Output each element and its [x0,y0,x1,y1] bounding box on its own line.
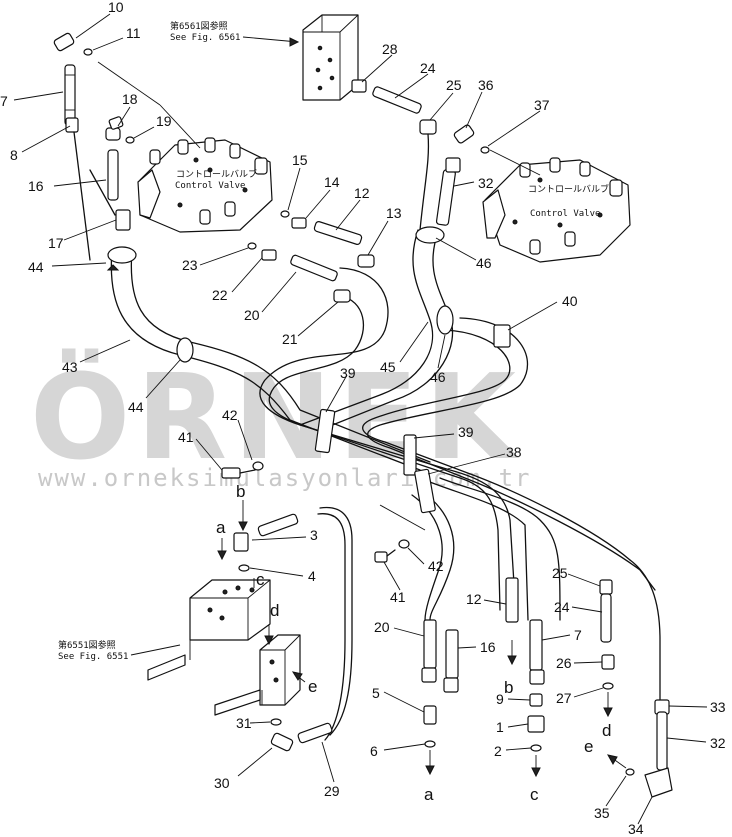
callout-21: 21 [282,331,298,347]
callout-11: 11 [126,25,141,41]
callout-39-bottom: 39 [458,424,474,440]
callout-30: 30 [214,775,230,791]
callout-44-bottom: 44 [128,399,144,415]
callout-13: 13 [386,205,402,221]
control-valve-left: コントロールバルブ Control Valve [137,137,273,233]
callout-15: 15 [292,152,308,168]
cv-left-jp: コントロールバルブ [176,168,257,180]
callout-24-top: 24 [420,60,436,76]
fittings-middle [247,210,375,303]
ref-6551-en: See Fig. 6551 [58,652,128,662]
cv-right-en: Control Valve [530,209,600,219]
callout-4: 4 [308,568,316,584]
port-b-top: b [236,482,245,501]
callout-20-top: 20 [244,307,260,323]
callout-46-bottom: 46 [430,369,446,385]
watermark-main: ÖRNEK [30,348,522,486]
callout-2: 2 [494,743,502,759]
callout-20-bottom: 20 [374,619,390,635]
callout-7: 7 [0,93,8,109]
control-valve-right: コントロールバルブ Control Valve [482,157,631,263]
port-d-top: d [270,601,279,620]
callout-9: 9 [496,691,504,707]
callout-8: 8 [10,147,18,163]
callout-12-bottom: 12 [466,591,482,607]
callout-14: 14 [324,174,340,190]
callout-40: 40 [562,293,578,309]
port-e-bottom: e [584,737,593,756]
port-b-bottom: b [504,678,513,697]
port-d-bottom: d [602,721,611,740]
callout-16-bottom: 16 [480,639,496,655]
clamps [314,408,436,531]
callout-41-top: 41 [178,429,194,445]
callout-25-top: 25 [446,77,462,93]
callout-34: 34 [628,821,644,837]
callout-32-top: 32 [478,175,494,191]
port-e-top: e [308,677,317,696]
callout-39-top: 39 [340,365,356,381]
ref-6561-en: See Fig. 6561 [170,33,240,43]
callout-22: 22 [212,287,228,303]
callout-17: 17 [48,235,64,251]
fittings-bottom-left [233,513,333,752]
fittings-bottom-right [421,559,673,798]
callout-43: 43 [62,359,78,375]
callout-28: 28 [382,41,398,57]
cv-left-en: Control Valve [175,181,245,191]
port-c-top: c [256,570,265,589]
callout-42-top: 42 [222,407,238,423]
ref-6561-jp: 第6561図参照 [170,20,228,32]
callout-31: 31 [236,715,252,731]
callout-5: 5 [372,685,380,701]
cv-right-jp: コントロールバルブ [528,183,609,195]
ref-6551-jp: 第6551図参照 [58,639,116,651]
bolts [221,461,410,563]
port-letters: b a c d e b a c d e [216,482,611,804]
fittings-top-left [53,32,201,363]
watermark-url: www.orneksimulasyonlari.com.tr [38,464,531,492]
callout-16: 16 [28,178,44,194]
callout-42-bottom: 42 [428,558,444,574]
callout-38: 38 [506,444,522,460]
port-c-bottom: c [530,785,539,804]
callout-46-top: 46 [476,255,492,271]
callout-7-bottom: 7 [574,627,582,643]
callout-25-bottom: 25 [552,565,568,581]
callout-26: 26 [556,655,572,671]
callout-32-bottom: 32 [710,735,726,751]
callout-29: 29 [324,783,340,799]
valve-block-6551: 第6551図参照 See Fig. 6551 [58,579,301,716]
flow-arrows [217,500,627,778]
callout-37: 37 [534,97,550,113]
callout-36: 36 [478,77,494,93]
callout-41-bottom: 41 [390,589,406,605]
callout-6: 6 [370,743,378,759]
watermark: ÖRNEK www.orneksimulasyonlari.com.tr [30,348,531,492]
fittings-top-right [351,79,541,348]
callout-23: 23 [182,257,198,273]
callout-27: 27 [556,690,572,706]
leader-lines [13,13,708,825]
callout-1: 1 [496,719,504,735]
callout-35: 35 [594,805,610,821]
port-a-top: a [216,518,226,537]
port-a-bottom: a [424,785,434,804]
callout-3: 3 [310,527,318,543]
callout-33: 33 [710,699,726,715]
callout-45: 45 [380,359,396,375]
reference-block-6561: 第6561図参照 See Fig. 6561 [170,14,359,101]
callout-44-top: 44 [28,259,44,275]
callout-18: 18 [122,91,138,107]
callout-12-top: 12 [354,185,370,201]
callout-24-bottom: 24 [554,599,570,615]
callout-10: 10 [108,0,124,15]
callout-19: 19 [156,113,172,129]
